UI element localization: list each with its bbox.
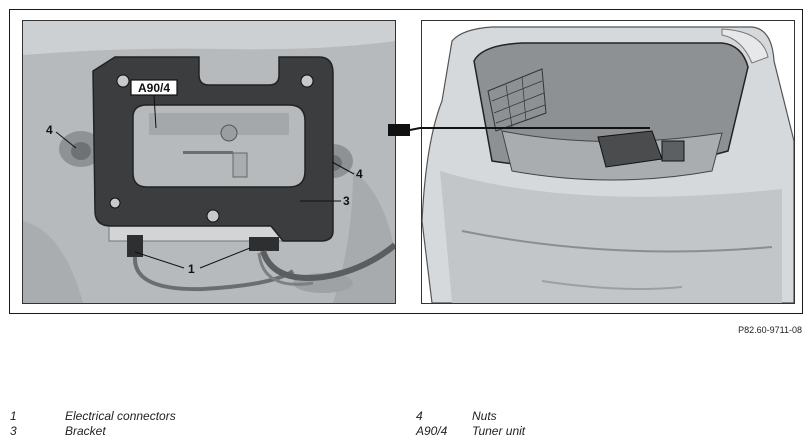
legend-key-1: 1 xyxy=(10,409,17,423)
detail-view-panel xyxy=(22,20,396,304)
callout-nut-left: 4 xyxy=(46,123,53,137)
legend-text-1: Electrical connectors xyxy=(65,409,176,423)
callout-bracket: 3 xyxy=(343,194,350,208)
legend-key-a904: A90/4 xyxy=(416,424,448,438)
figure-reference: P82.60-9711-08 xyxy=(738,325,802,335)
callout-overlay: A90/4 4 4 3 1 xyxy=(46,79,650,276)
callout-electrical-connectors: 1 xyxy=(188,262,195,276)
legend-text-4: Nuts xyxy=(472,409,497,423)
overview-illustration xyxy=(422,21,794,303)
legend-key-4: 4 xyxy=(416,409,423,423)
figure-frame: A90/4 4 4 3 1 xyxy=(9,9,803,314)
overview-view-panel xyxy=(421,20,795,304)
callout-tuner-unit: A90/4 xyxy=(138,81,170,95)
legend-text-a904: Tuner unit xyxy=(472,424,526,438)
legend-key-3: 3 xyxy=(10,424,17,438)
callout-nut-right: 4 xyxy=(356,167,363,181)
legend-text-3: Bracket xyxy=(65,424,106,438)
detail-illustration xyxy=(23,21,395,303)
